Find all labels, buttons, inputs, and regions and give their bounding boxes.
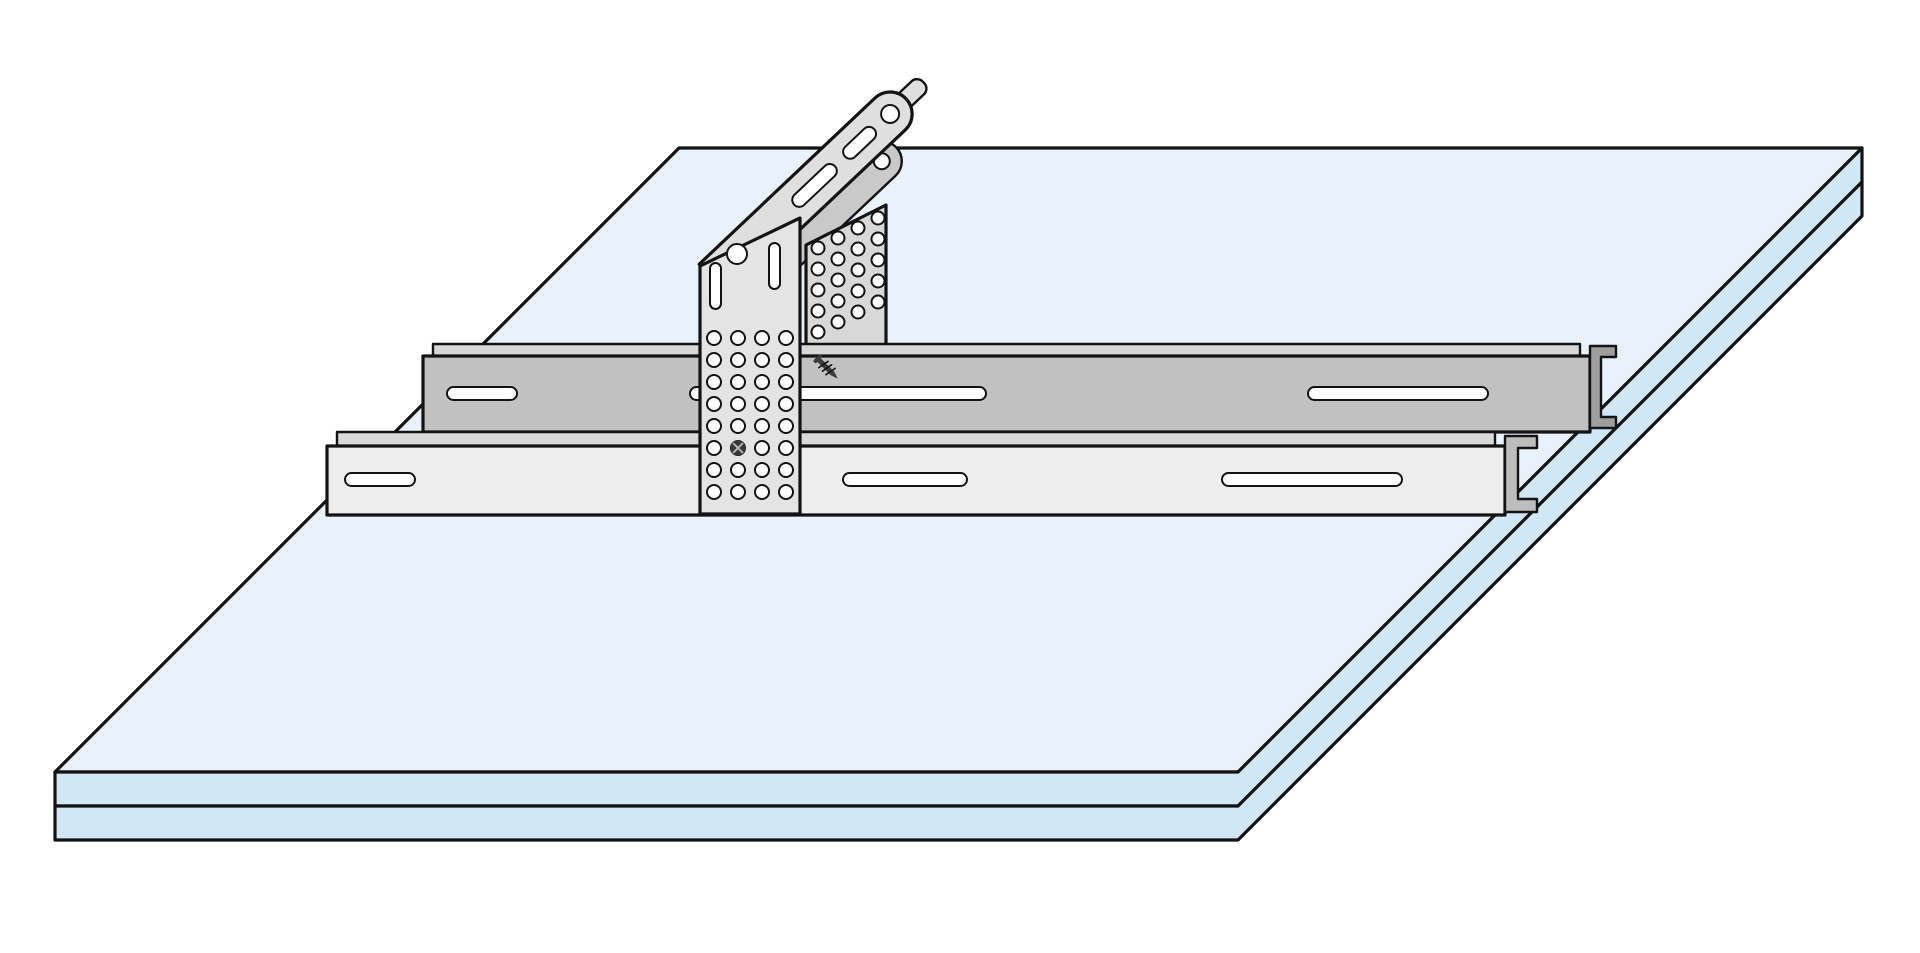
perforation-hole <box>754 440 770 456</box>
perforation-hole <box>706 440 722 456</box>
slot-hole <box>709 262 722 310</box>
bracket-front-plate-slots <box>709 242 781 310</box>
screw-tip <box>830 371 838 379</box>
perforation-hole <box>810 240 826 256</box>
perforation-hole <box>754 418 770 434</box>
perforation-hole <box>706 418 722 434</box>
perforation-hole <box>830 314 846 330</box>
perforation-hole <box>778 462 794 478</box>
bracket-front-plate <box>698 216 802 516</box>
back-channel-end-section <box>1588 344 1618 430</box>
perforation-hole <box>778 396 794 412</box>
slot-hole <box>1221 472 1403 487</box>
slot-hole <box>791 162 838 208</box>
slot-hole <box>446 386 518 401</box>
perforation-hole <box>830 251 846 267</box>
perforation-hole <box>730 418 746 434</box>
strap-adjustment-slots <box>791 125 878 208</box>
bracket-front-plate-face <box>698 216 802 516</box>
perforation-hole <box>730 374 746 390</box>
perforation-hole <box>870 210 886 226</box>
perforation-hole <box>850 262 866 278</box>
perforation-hole <box>810 324 826 340</box>
perforation-hole <box>754 484 770 500</box>
perforation-hole <box>706 484 722 500</box>
fixing-screw-cross <box>732 442 744 454</box>
perforation-hole <box>754 330 770 346</box>
slot-hole <box>842 472 968 487</box>
bracket-side-plate-holes <box>810 210 886 340</box>
perforation-hole <box>810 282 826 298</box>
perforation-hole <box>754 352 770 368</box>
perforation-hole <box>870 231 886 247</box>
slot-hole <box>842 125 878 160</box>
perforation-hole <box>850 304 866 320</box>
board-edge-lower-layer <box>53 180 1864 842</box>
perforation-hole <box>730 352 746 368</box>
perforation-hole <box>754 396 770 412</box>
perforation-hole <box>730 330 746 346</box>
perforation-hole <box>850 283 866 299</box>
perforation-hole <box>778 418 794 434</box>
perforation-hole <box>706 330 722 346</box>
strap-tip-hole <box>880 103 901 124</box>
perforation-hole <box>870 252 886 268</box>
perforation-hole <box>778 440 794 456</box>
screw-head <box>813 354 823 364</box>
perforation-hole <box>778 330 794 346</box>
slot-hole <box>344 472 416 487</box>
perforation-hole <box>810 303 826 319</box>
front-channel-end-section <box>1503 434 1539 514</box>
perforation-hole <box>778 352 794 368</box>
perforation-hole <box>730 462 746 478</box>
perforation-hole <box>730 484 746 500</box>
perforation-hole <box>754 462 770 478</box>
perforation-hole <box>850 241 866 257</box>
perforation-hole <box>830 230 846 246</box>
perforation-hole <box>778 484 794 500</box>
drywall-screw <box>813 354 838 379</box>
perforation-hole <box>706 396 722 412</box>
perforation-hole <box>830 293 846 309</box>
perforation-hole <box>778 374 794 390</box>
perforation-hole <box>850 220 866 236</box>
slot-hole <box>1307 386 1489 401</box>
perforation-hole <box>706 352 722 368</box>
furring-channel-front <box>325 430 1539 517</box>
furring-channel-back <box>421 342 1618 434</box>
perforation-hole <box>810 261 826 277</box>
perforation-hole <box>870 294 886 310</box>
perforation-hole <box>706 462 722 478</box>
front-channel-slots <box>344 472 1403 487</box>
bracket-side-plate <box>804 203 888 362</box>
perforation-hole <box>706 374 722 390</box>
screw-thread <box>821 364 833 372</box>
perforation-hole <box>730 396 746 412</box>
screw-thread <box>818 360 829 369</box>
perforation-hole <box>870 273 886 289</box>
screw-thread <box>825 367 836 376</box>
bracket-bend-notch <box>726 243 748 265</box>
perforation-hole <box>830 272 846 288</box>
slot-hole <box>768 242 781 290</box>
perforation-hole <box>754 374 770 390</box>
